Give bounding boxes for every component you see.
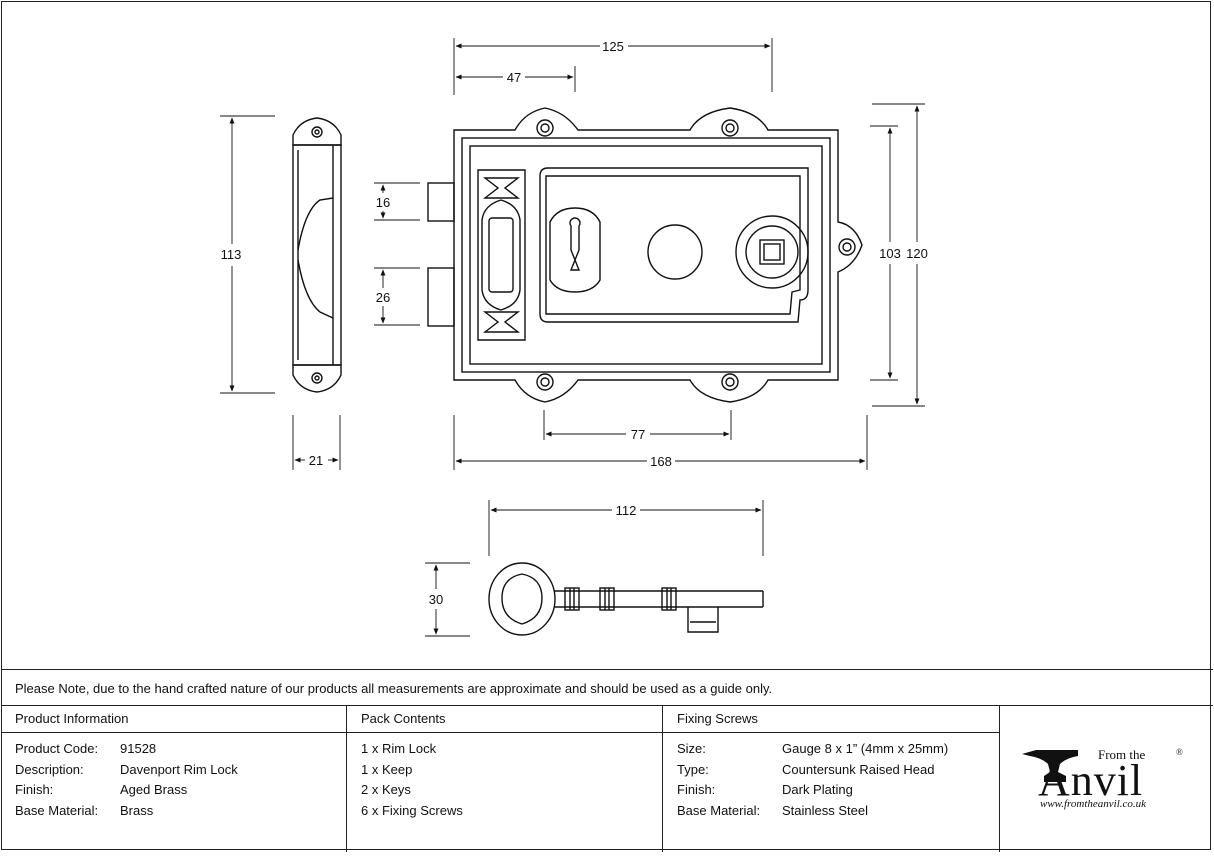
measurement-note: Please Note, due to the hand crafted nat… — [1, 669, 1213, 706]
row-label: Product Code: — [15, 741, 99, 756]
product-info-row: Base Material: Brass — [15, 801, 346, 822]
fixing-row: Base Material: Stainless Steel — [677, 801, 999, 822]
dim-21: 21 — [309, 453, 323, 468]
dim-120: 120 — [906, 246, 928, 261]
dim-112: 112 — [616, 503, 637, 518]
dimension-lines — [220, 38, 925, 637]
row-value: Brass — [120, 802, 154, 818]
row-label: Finish: — [677, 782, 716, 797]
row-label: Description: — [15, 761, 84, 777]
row-value: Dark Plating — [782, 782, 853, 797]
keep-drawing — [292, 117, 342, 393]
dim-47: 47 — [507, 70, 521, 85]
row-value: 91528 — [120, 741, 157, 756]
logo-registered: ® — [1176, 747, 1183, 757]
pack-item: 1 x Keep — [361, 761, 413, 777]
row-value: Davenport Rim Lock — [120, 761, 238, 777]
logo-from-the: From the — [1098, 747, 1146, 762]
dim-30: 30 — [429, 592, 443, 607]
product-info-row: Finish: Aged Brass — [15, 780, 346, 801]
dim-16: 16 — [376, 195, 390, 210]
from-the-anvil-logo: From the ® Anvil www.fromtheanvil.co.uk — [1000, 706, 1212, 852]
row-value: Gauge 8 x 1” (4mm x 25mm) — [782, 741, 949, 756]
product-info-row: Description: Davenport Rim Lock — [15, 760, 346, 781]
fixing-row: Finish: Dark Plating — [677, 780, 999, 801]
fixing-row: Type: Countersunk Raised Head — [677, 760, 999, 781]
logo-url: www.fromtheanvil.co.uk — [1040, 798, 1147, 810]
dim-113: 113 — [221, 247, 242, 262]
rim-lock-drawing — [427, 107, 863, 403]
pack-contents-heading: Pack Contents — [347, 706, 662, 733]
dim-125: 125 — [602, 39, 624, 54]
dim-168: 168 — [650, 454, 672, 469]
pack-item: 2 x Keys — [361, 782, 411, 797]
dim-77: 77 — [631, 427, 645, 442]
row-label: Base Material: — [15, 802, 99, 818]
fixing-screws-heading: Fixing Screws — [663, 706, 999, 733]
product-info-row: Product Code: 91528 — [15, 739, 346, 760]
row-value: Countersunk Raised Head — [782, 761, 935, 777]
pack-contents-panel: Pack Contents 1 x Rim Lock 1 x Keep 2 x … — [347, 706, 663, 852]
dim-26: 26 — [376, 290, 390, 305]
fixing-row: Size: Gauge 8 x 1” (4mm x 25mm) — [677, 739, 999, 760]
key-drawing — [488, 562, 764, 636]
product-information-heading: Product Information — [1, 706, 346, 733]
anvil-icon — [1022, 750, 1078, 782]
logo-brand: Anvil — [1038, 756, 1143, 805]
product-information-panel: Product Information Product Code: 91528 D… — [1, 706, 347, 852]
fixing-screws-panel: Fixing Screws Size: Gauge 8 x 1” (4mm x 2… — [663, 706, 1000, 852]
pack-item: 6 x Fixing Screws — [361, 802, 463, 818]
dim-103: 103 — [879, 246, 901, 261]
row-label: Type: — [677, 761, 709, 777]
row-label: Base Material: — [677, 802, 761, 818]
row-label: Size: — [677, 741, 706, 756]
row-value: Stainless Steel — [782, 802, 868, 818]
row-label: Finish: — [15, 782, 54, 797]
technical-drawing: 125 47 113 21 16 26 103 120 77 168 112 3… — [220, 38, 928, 637]
pack-item: 1 x Rim Lock — [361, 741, 437, 756]
row-value: Aged Brass — [120, 782, 188, 797]
